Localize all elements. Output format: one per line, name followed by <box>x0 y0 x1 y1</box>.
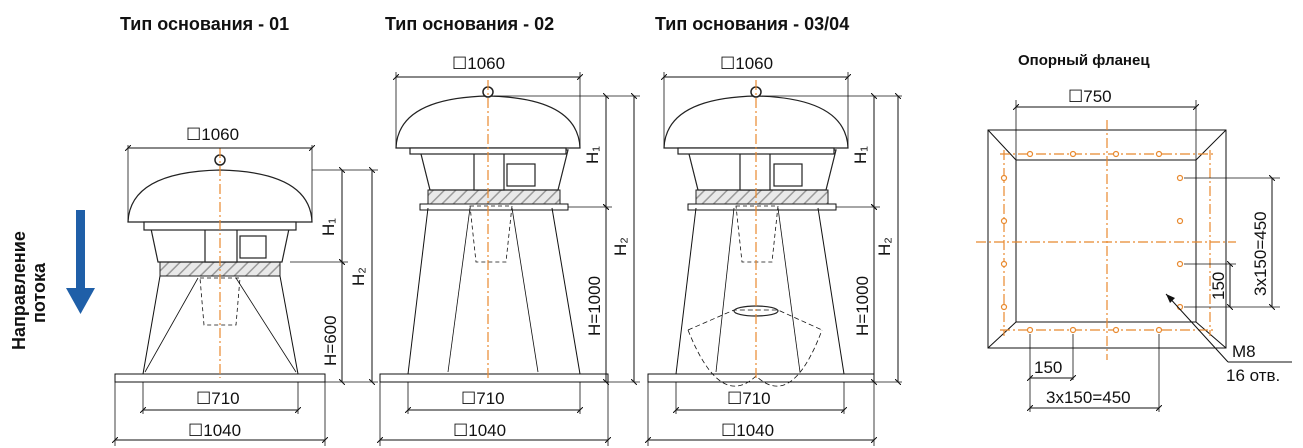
dim-base-outer-01: ☐1040 <box>188 421 241 440</box>
title-base-02: Тип основания - 02 <box>385 14 555 34</box>
title-base-01: Тип основания - 01 <box>120 14 290 34</box>
dim-holes: 16 отв. <box>1226 366 1280 385</box>
title-flange: Опорный фланец <box>1018 52 1150 69</box>
dim-pitch-450-v: 3x150=450 <box>1251 211 1270 296</box>
dim-h600: H=600 <box>321 315 340 366</box>
dimensions-fan-03-04: ☐1060 H₁ H₂ H=1000 ☐710 ☐1040 <box>648 54 902 446</box>
dimensions-flange: ☐750 3x150=450 150 150 3x150=450 M8 16 о… <box>1016 87 1292 412</box>
dim-bolt: M8 <box>1232 342 1256 361</box>
fan-drawing-01 <box>114 148 326 383</box>
dim-base-inner-01: ☐710 <box>196 389 240 408</box>
title-base-03-04: Тип основания - 03/04 <box>655 14 850 34</box>
dim-h1000-02: H=1000 <box>585 276 604 336</box>
dim-h2-02: H₂ <box>611 237 630 256</box>
dim-hood-width-02: ☐1060 <box>452 54 505 73</box>
dim-base-outer-03: ☐1040 <box>721 421 774 440</box>
dim-base-inner-03: ☐710 <box>727 389 771 408</box>
support-flange <box>976 120 1236 360</box>
dim-h1-01: H₁ <box>319 218 338 236</box>
dim-flange-size: ☐750 <box>1068 87 1112 106</box>
dim-hood-width-03: ☐1060 <box>720 54 773 73</box>
dim-pitch-150-h: 150 <box>1034 358 1062 377</box>
dim-pitch-150-v: 150 <box>1209 272 1228 300</box>
dim-pitch-450-h: 3x150=450 <box>1046 388 1131 407</box>
dimensions-fan-01: ☐1060 H₁ H₂ H=600 ☐710 ☐1040 <box>115 125 378 446</box>
dimensions-fan-02: ☐1060 H₁ H₂ H=1000 ☐710 ☐1040 <box>380 54 640 446</box>
dim-base-outer-02: ☐1040 <box>453 421 506 440</box>
dim-h2-03: H₂ <box>875 237 894 256</box>
dim-hood-width-01: ☐1060 <box>186 125 239 144</box>
fan-drawing-03-04 <box>647 80 875 387</box>
dim-base-inner-02: ☐710 <box>461 389 505 408</box>
dim-h1-03: H₁ <box>851 146 870 164</box>
dim-h1-02: H₁ <box>583 146 602 164</box>
arrow-down-icon <box>66 210 95 314</box>
fan-drawing-02 <box>379 80 609 383</box>
dim-h1000-03: H=1000 <box>853 276 872 336</box>
dim-h2-01: H₂ <box>349 267 368 286</box>
